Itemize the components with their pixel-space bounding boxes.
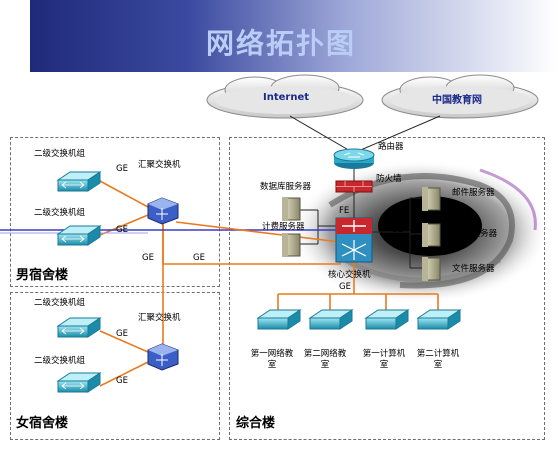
access-switch-group-label: 二级交换机组 xyxy=(34,356,86,366)
female-dorm-zone xyxy=(10,292,220,440)
aggregation-switch-label: 汇聚交换机 xyxy=(138,313,181,323)
access-switch-icon xyxy=(56,317,102,338)
swirl-background xyxy=(290,160,550,304)
billing-server-label: 计费服务器 xyxy=(262,222,305,232)
file-server-icon xyxy=(422,257,441,281)
access-switch-group-label: 二级交换机组 xyxy=(34,298,86,308)
female-aggregation-switch-icon xyxy=(147,343,179,371)
male-dorm-zone xyxy=(10,137,220,287)
access-switch-group-label: 二级交换机组 xyxy=(34,208,86,218)
firewall-label: 防火墙 xyxy=(376,174,402,184)
router-icon xyxy=(333,148,375,169)
ge-link-label: GE xyxy=(391,225,403,235)
fe-link-label: FE xyxy=(339,206,350,216)
access-switch-icon xyxy=(56,225,102,246)
mail-server-label: 邮件服务器 xyxy=(452,188,495,198)
internet-label: Internet xyxy=(263,92,310,103)
file-server-label: 文件服务器 xyxy=(452,264,495,274)
access-switch-icon xyxy=(56,372,102,393)
access-switch-group-label: 二级交换机组 xyxy=(34,149,86,159)
lab-label: 第二计算机室 xyxy=(416,349,460,370)
lab-label: 第一网络教室 xyxy=(250,349,294,370)
database-server-label: 数据库服务器 xyxy=(260,182,312,192)
firewall-icon xyxy=(335,180,373,193)
male-dorm-label: 男宿舍楼 xyxy=(16,268,69,283)
aggregation-switch-label: 汇聚交换机 xyxy=(138,160,181,170)
lab-switch-icon xyxy=(364,309,410,330)
lab-label: 第一计算机室 xyxy=(362,349,406,370)
mail-server-icon xyxy=(422,187,441,211)
female-dorm-label: 女宿舍楼 xyxy=(16,416,69,431)
ge-link-label: GE xyxy=(116,164,128,174)
internet-cloud xyxy=(206,74,364,119)
web-server-icon xyxy=(422,223,441,247)
ge-link-label: GE xyxy=(142,253,154,263)
billing-server-icon xyxy=(282,233,301,257)
core-switch-icon xyxy=(335,217,373,263)
lab-switch-icon xyxy=(416,309,462,330)
ge-link-label: GE xyxy=(116,376,128,386)
ge-link-label: GE xyxy=(116,225,128,235)
diagram-title: 网络拓扑图 xyxy=(206,27,357,60)
cernet-cloud xyxy=(381,74,539,119)
cernet-label: 中国教育网 xyxy=(432,95,482,106)
database-server-icon xyxy=(282,197,301,221)
router-label: 路由器 xyxy=(378,142,404,152)
web-server-label: WEB服务器 xyxy=(452,229,498,239)
title-banner xyxy=(30,0,558,72)
complex-label: 综合楼 xyxy=(236,416,276,431)
ge-link-label: GE xyxy=(193,253,205,263)
ge-link-label: GE xyxy=(116,329,128,339)
lab-label: 第二网络教室 xyxy=(303,349,347,370)
lab-switch-icon xyxy=(308,309,354,330)
black-links xyxy=(289,115,441,269)
core-switch-label: 核心交换机 xyxy=(328,270,371,280)
lab-switch-icon xyxy=(256,309,302,330)
access-switch-icon xyxy=(56,171,102,192)
male-aggregation-switch-icon xyxy=(147,197,179,225)
complex-zone xyxy=(229,137,545,440)
ge-link-label: GE xyxy=(339,282,351,292)
